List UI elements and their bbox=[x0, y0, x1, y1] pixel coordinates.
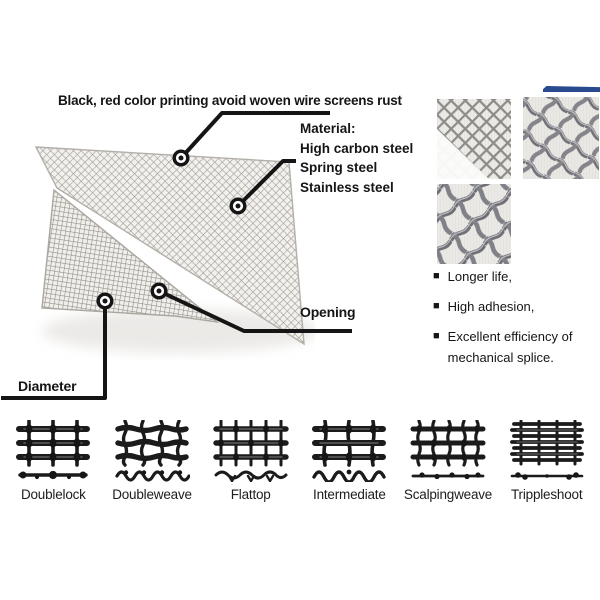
weave-item-doublelock: Doublelock bbox=[4, 420, 103, 502]
material-title: Material: bbox=[300, 121, 356, 136]
square-bullet-icon: ■ bbox=[433, 270, 440, 282]
weave-item-scalpingweave: Scalpingweave bbox=[399, 420, 498, 502]
blue-banner bbox=[543, 86, 600, 92]
opening-label: Opening bbox=[300, 304, 356, 320]
feature-item: ■ Excellent efficiency of mechanical spl… bbox=[433, 326, 600, 368]
feature-item: ■ High adhesion, bbox=[433, 296, 600, 317]
feature-text: Excellent efficiency of mechanical splic… bbox=[447, 329, 573, 365]
material-block: Material: High carbon steel Spring steel… bbox=[300, 119, 413, 197]
weave-label: Intermediate bbox=[313, 487, 386, 502]
feature-text: High adhesion, bbox=[447, 299, 535, 314]
flattop-diagram-icon bbox=[212, 420, 289, 482]
weave-label: Doublelock bbox=[20, 487, 86, 502]
printing-note: Black, red color printing avoid woven wi… bbox=[58, 93, 402, 108]
diameter-label: Diameter bbox=[18, 378, 77, 394]
wire-mesh-photo bbox=[34, 146, 315, 353]
trippleshoot-diagram-icon bbox=[509, 420, 584, 480]
feature-list: ■ Longer life, ■ High adhesion, ■ Excell… bbox=[433, 266, 600, 377]
material-item: High carbon steel bbox=[300, 140, 414, 156]
weave-item-trippleshoot: Trippleshoot bbox=[497, 420, 596, 502]
square-bullet-icon: ■ bbox=[433, 330, 440, 342]
mesh-closeup-photo-2 bbox=[523, 97, 599, 179]
weave-type-row: Doublelock Doubl bbox=[4, 420, 596, 502]
intermediate-diagram-icon bbox=[312, 420, 387, 482]
weave-label: Flattop bbox=[230, 487, 271, 502]
weave-label: Trippleshoot bbox=[511, 487, 583, 502]
feature-item: ■ Longer life, bbox=[433, 266, 600, 287]
mesh-closeup-photo-3 bbox=[437, 184, 511, 264]
scalpingweave-diagram-icon bbox=[410, 420, 486, 480]
weave-item-flattop: Flattop bbox=[201, 420, 300, 502]
square-bullet-icon: ■ bbox=[433, 300, 440, 312]
weave-item-doubleweave: Doubleweave bbox=[103, 420, 202, 502]
weave-label: Doubleweave bbox=[112, 487, 192, 502]
weave-label: Scalpingweave bbox=[403, 487, 493, 502]
mesh-closeup-photo-1 bbox=[437, 99, 511, 179]
material-item: Stainless steel bbox=[300, 179, 394, 195]
doublelock-diagram-icon bbox=[16, 420, 91, 480]
feature-text: Longer life, bbox=[447, 269, 512, 284]
weave-item-intermediate: Intermediate bbox=[300, 420, 399, 502]
doubleweave-diagram-icon bbox=[115, 420, 190, 482]
material-item: Spring steel bbox=[300, 160, 378, 175]
